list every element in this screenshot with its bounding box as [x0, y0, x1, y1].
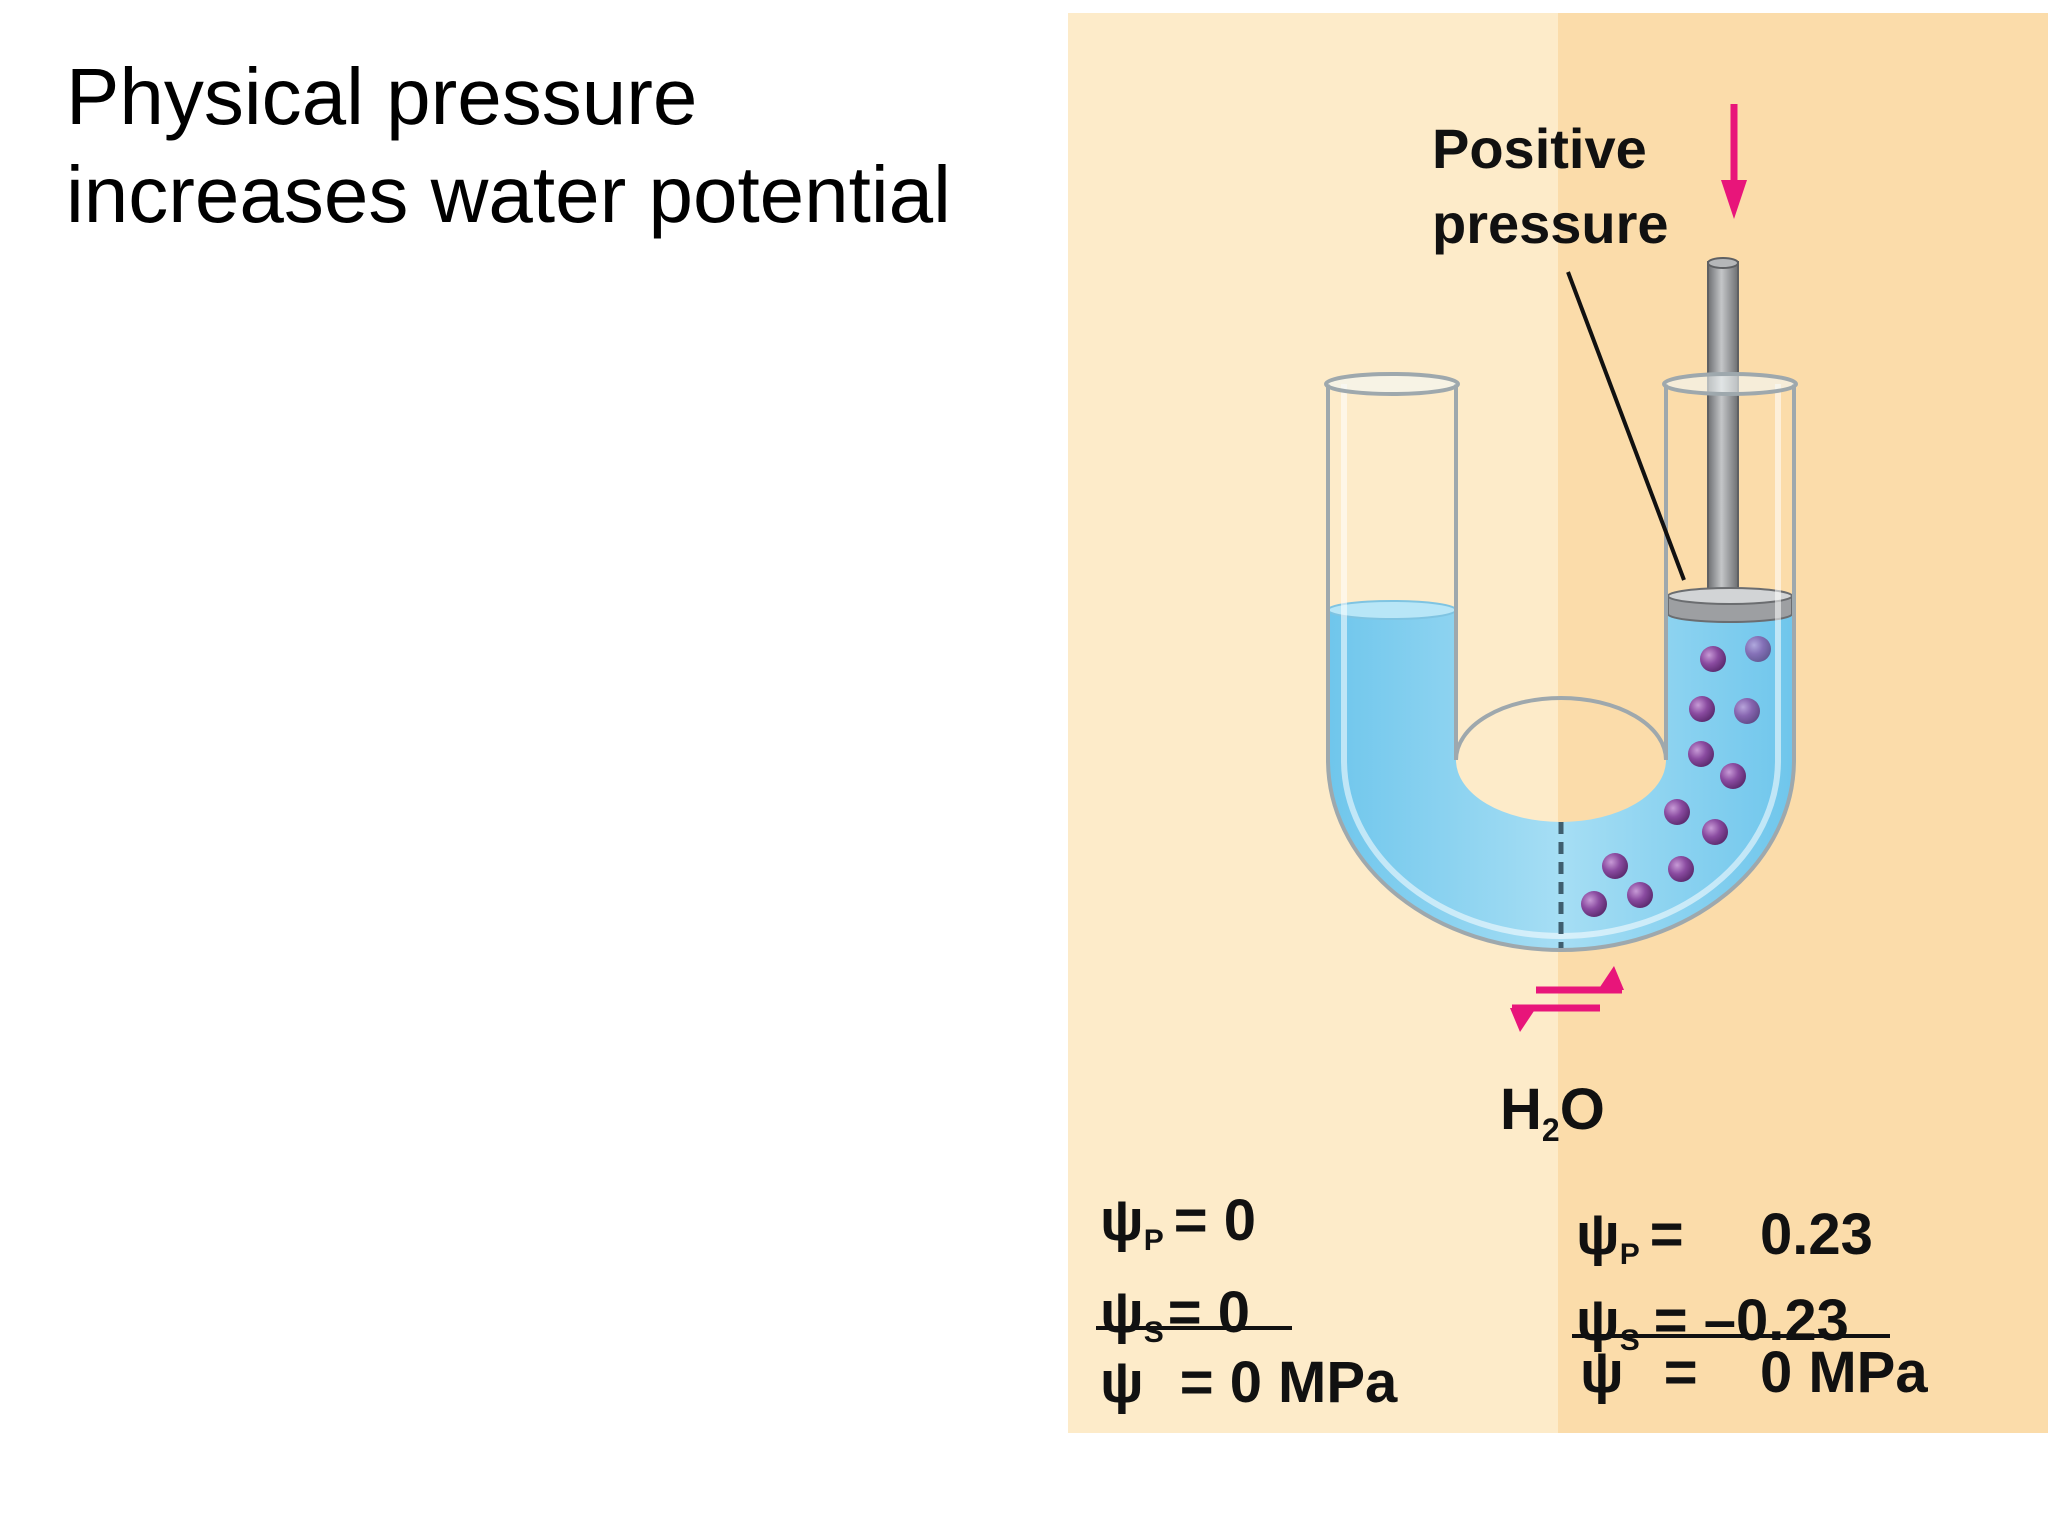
left-psi-s-subscript: S [1144, 1316, 1164, 1349]
left-psi-total-equation: = 0 MPa [1180, 1350, 1398, 1415]
piston-rod [1707, 261, 1739, 595]
solute-particle [1688, 741, 1714, 767]
slide-title-line1: Physical pressure [66, 52, 698, 141]
solute-particle [1702, 819, 1728, 845]
water-label-subscript: 2 [1542, 1112, 1560, 1148]
right-psi-p: ψP = [1576, 1202, 1684, 1271]
left-psi-s-symbol: ψ [1100, 1280, 1144, 1345]
solute-particle [1664, 799, 1690, 825]
u-tube-glass-inner [1341, 384, 1781, 939]
right-psi-p-subscript: P [1620, 1238, 1640, 1271]
left-water-surface [1327, 600, 1457, 620]
positive-pressure-label-line1: Positive [1432, 117, 1647, 180]
piston-plunger-top [1667, 587, 1793, 605]
left-psi-p: ψP = 0 [1100, 1188, 1256, 1257]
left-psi-p-symbol: ψ [1100, 1188, 1144, 1253]
piston-rod-top [1707, 257, 1739, 269]
solute-particle [1734, 698, 1760, 724]
right-equations: ψP= 0.23 ψS= –0.23 ψ= 0 MPa [1572, 1202, 1928, 1405]
label-leader-line [1566, 271, 1686, 581]
right-psi-total-equation: = [1664, 1340, 1698, 1405]
right-psi-p-value: 0.23 [1760, 1202, 1873, 1267]
solute-particle [1627, 882, 1653, 908]
right-tube-rim [1662, 372, 1798, 396]
left-tube-rim [1324, 372, 1460, 396]
left-psi-p-subscript: P [1144, 1224, 1164, 1257]
water-label: H2O [1500, 1077, 1605, 1148]
water-label-o: O [1560, 1077, 1605, 1142]
left-psi-s-equation: = 0 [1168, 1280, 1250, 1345]
positive-pressure-label-line2: pressure [1432, 192, 1669, 255]
equilibrium-arrows-icon [1510, 966, 1624, 1032]
solute-particle [1720, 763, 1746, 789]
solute-particle [1689, 696, 1715, 722]
right-psi-s-symbol: ψ [1576, 1288, 1620, 1353]
slide-title-line2: increases water potential [66, 150, 951, 239]
left-psi-total: ψ = 0 MPa [1100, 1350, 1398, 1415]
right-psi-total-symbol: ψ [1580, 1340, 1624, 1405]
slide-title: Physical pressure increases water potent… [66, 48, 951, 244]
solute-particle [1668, 856, 1694, 882]
arrow-down-icon [1721, 104, 1747, 219]
solute-particles [1581, 636, 1771, 917]
left-psi-s: ψS= 0 [1100, 1280, 1250, 1349]
right-psi-p-symbol: ψ [1576, 1202, 1620, 1267]
u-tube-glass [1326, 384, 1796, 952]
right-psi-s-equation: = –0.23 [1654, 1288, 1849, 1353]
left-psi-p-equation: = 0 [1174, 1188, 1256, 1253]
solute-particle [1602, 853, 1628, 879]
water-label-h: H [1500, 1077, 1542, 1142]
left-psi-total-symbol: ψ [1100, 1350, 1144, 1415]
right-psi-p-equation: = [1650, 1202, 1684, 1267]
right-psi-total-value: 0 MPa [1760, 1340, 1928, 1405]
right-psi-s: ψS = –0.23 [1576, 1288, 1849, 1357]
left-equations: ψP= 0 ψS= 0 ψ= 0 MPa [1096, 1188, 1398, 1415]
solute-particle [1745, 636, 1771, 662]
right-psi-s-subscript: S [1620, 1324, 1640, 1357]
right-psi-total: ψ= [1580, 1340, 1698, 1405]
solute-particle [1581, 891, 1607, 917]
right-panel-background [1558, 13, 2048, 1433]
solute-particle [1700, 646, 1726, 672]
